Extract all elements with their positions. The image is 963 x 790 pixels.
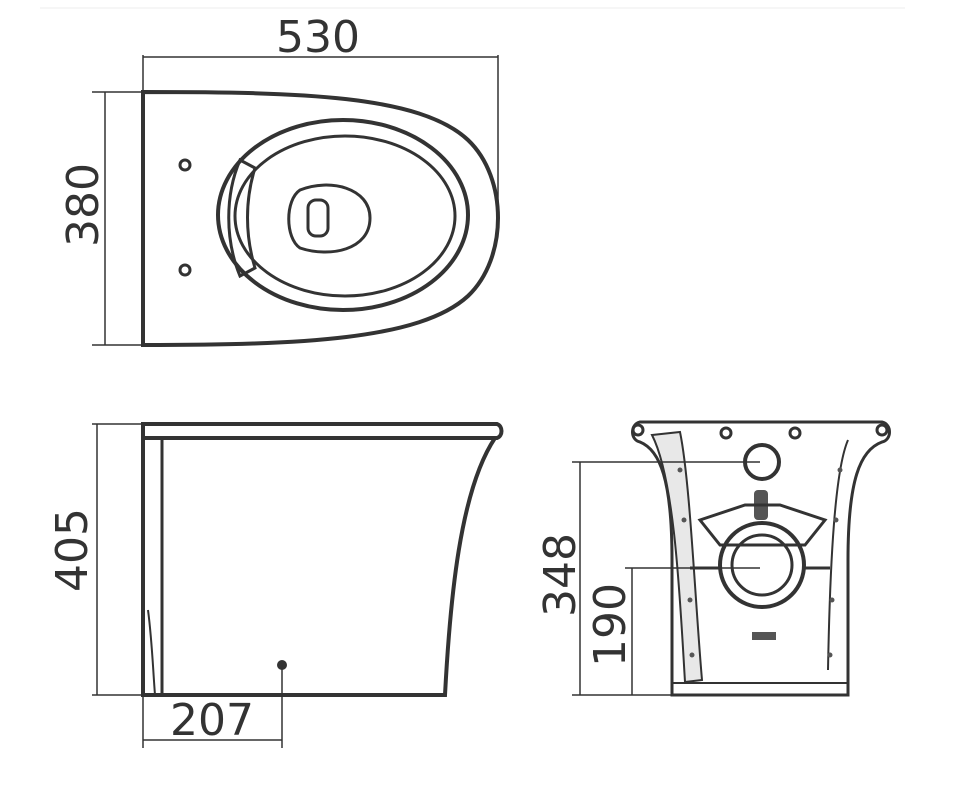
dimension-label-inlet-height: 348: [535, 533, 586, 617]
bowl-outline-side: [141, 424, 497, 697]
fixing-hole-icon: [719, 426, 733, 440]
wall-section-hatch: [650, 430, 704, 684]
flush-bracket: [697, 503, 828, 547]
outlet-outer: [718, 521, 806, 609]
outlet-hole: [306, 198, 330, 238]
seat-outer-ring: [216, 118, 470, 312]
rear-outline: [631, 420, 891, 697]
dimension-405-207: [92, 423, 283, 748]
rear-view: 348 190: [535, 420, 891, 697]
side-view: 405 207: [47, 422, 504, 748]
top-view: 530 380: [58, 12, 500, 348]
dimension-530: [92, 55, 499, 346]
bowl-outlet: [287, 183, 372, 254]
dimension-label-outlet-offset: 207: [170, 695, 254, 746]
dimension-label-depth: 380: [58, 163, 109, 247]
dimension-label-width: 530: [276, 12, 360, 63]
fixing-hole-icon: [178, 158, 192, 172]
fixing-hole-icon: [631, 423, 645, 437]
seat-lid-side: [141, 422, 504, 440]
outlet-inner: [730, 533, 794, 597]
wall-edge: [147, 609, 156, 696]
dimension-label-outlet-height: 190: [585, 583, 636, 667]
seat-inner-ring: [233, 134, 457, 298]
dimension-label-height: 405: [47, 508, 98, 592]
seat-hinge: [227, 157, 257, 279]
drain-slot: [752, 632, 776, 640]
rear-inner-edge: [827, 439, 849, 671]
dimension-348-190: [572, 461, 760, 696]
fixing-hole-icon: [788, 426, 802, 440]
fixing-hole-icon: [875, 423, 889, 437]
fixing-hole-icon: [178, 263, 192, 277]
